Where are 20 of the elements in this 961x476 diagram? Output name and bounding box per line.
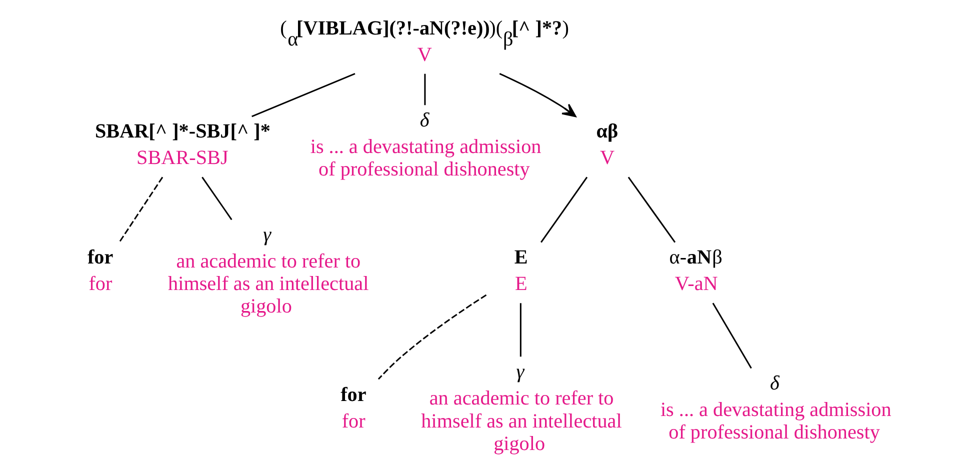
connector — [118, 176, 163, 243]
connector — [424, 74, 426, 106]
node-text: γ an academic to refer to himself as an intellectual gigolo — [168, 224, 368, 318]
connector — [627, 176, 676, 243]
arrow — [498, 73, 576, 118]
connector — [201, 176, 232, 220]
node-text: E E — [514, 246, 528, 296]
node-text: for for — [340, 384, 366, 432]
connector — [251, 73, 355, 118]
node-text: γ an academic to refer to himself as an intellectual gigolo — [420, 361, 622, 455]
connector — [540, 176, 588, 243]
connector — [519, 303, 521, 357]
node-text: αβ V — [596, 120, 618, 170]
node-text: α-aNβ V-aN — [668, 246, 722, 296]
node-text: for for — [86, 246, 113, 296]
node-text: δ is ... a devastating admission of professional dishonesty — [660, 372, 891, 444]
connector — [377, 294, 486, 380]
connector — [712, 302, 752, 369]
node-text: SBAR[^ ]*-SBJ[^ ]* SBAR-SBJ — [94, 120, 270, 170]
node-text: δ is ... a devastating admission of professional dishonesty — [310, 109, 541, 180]
